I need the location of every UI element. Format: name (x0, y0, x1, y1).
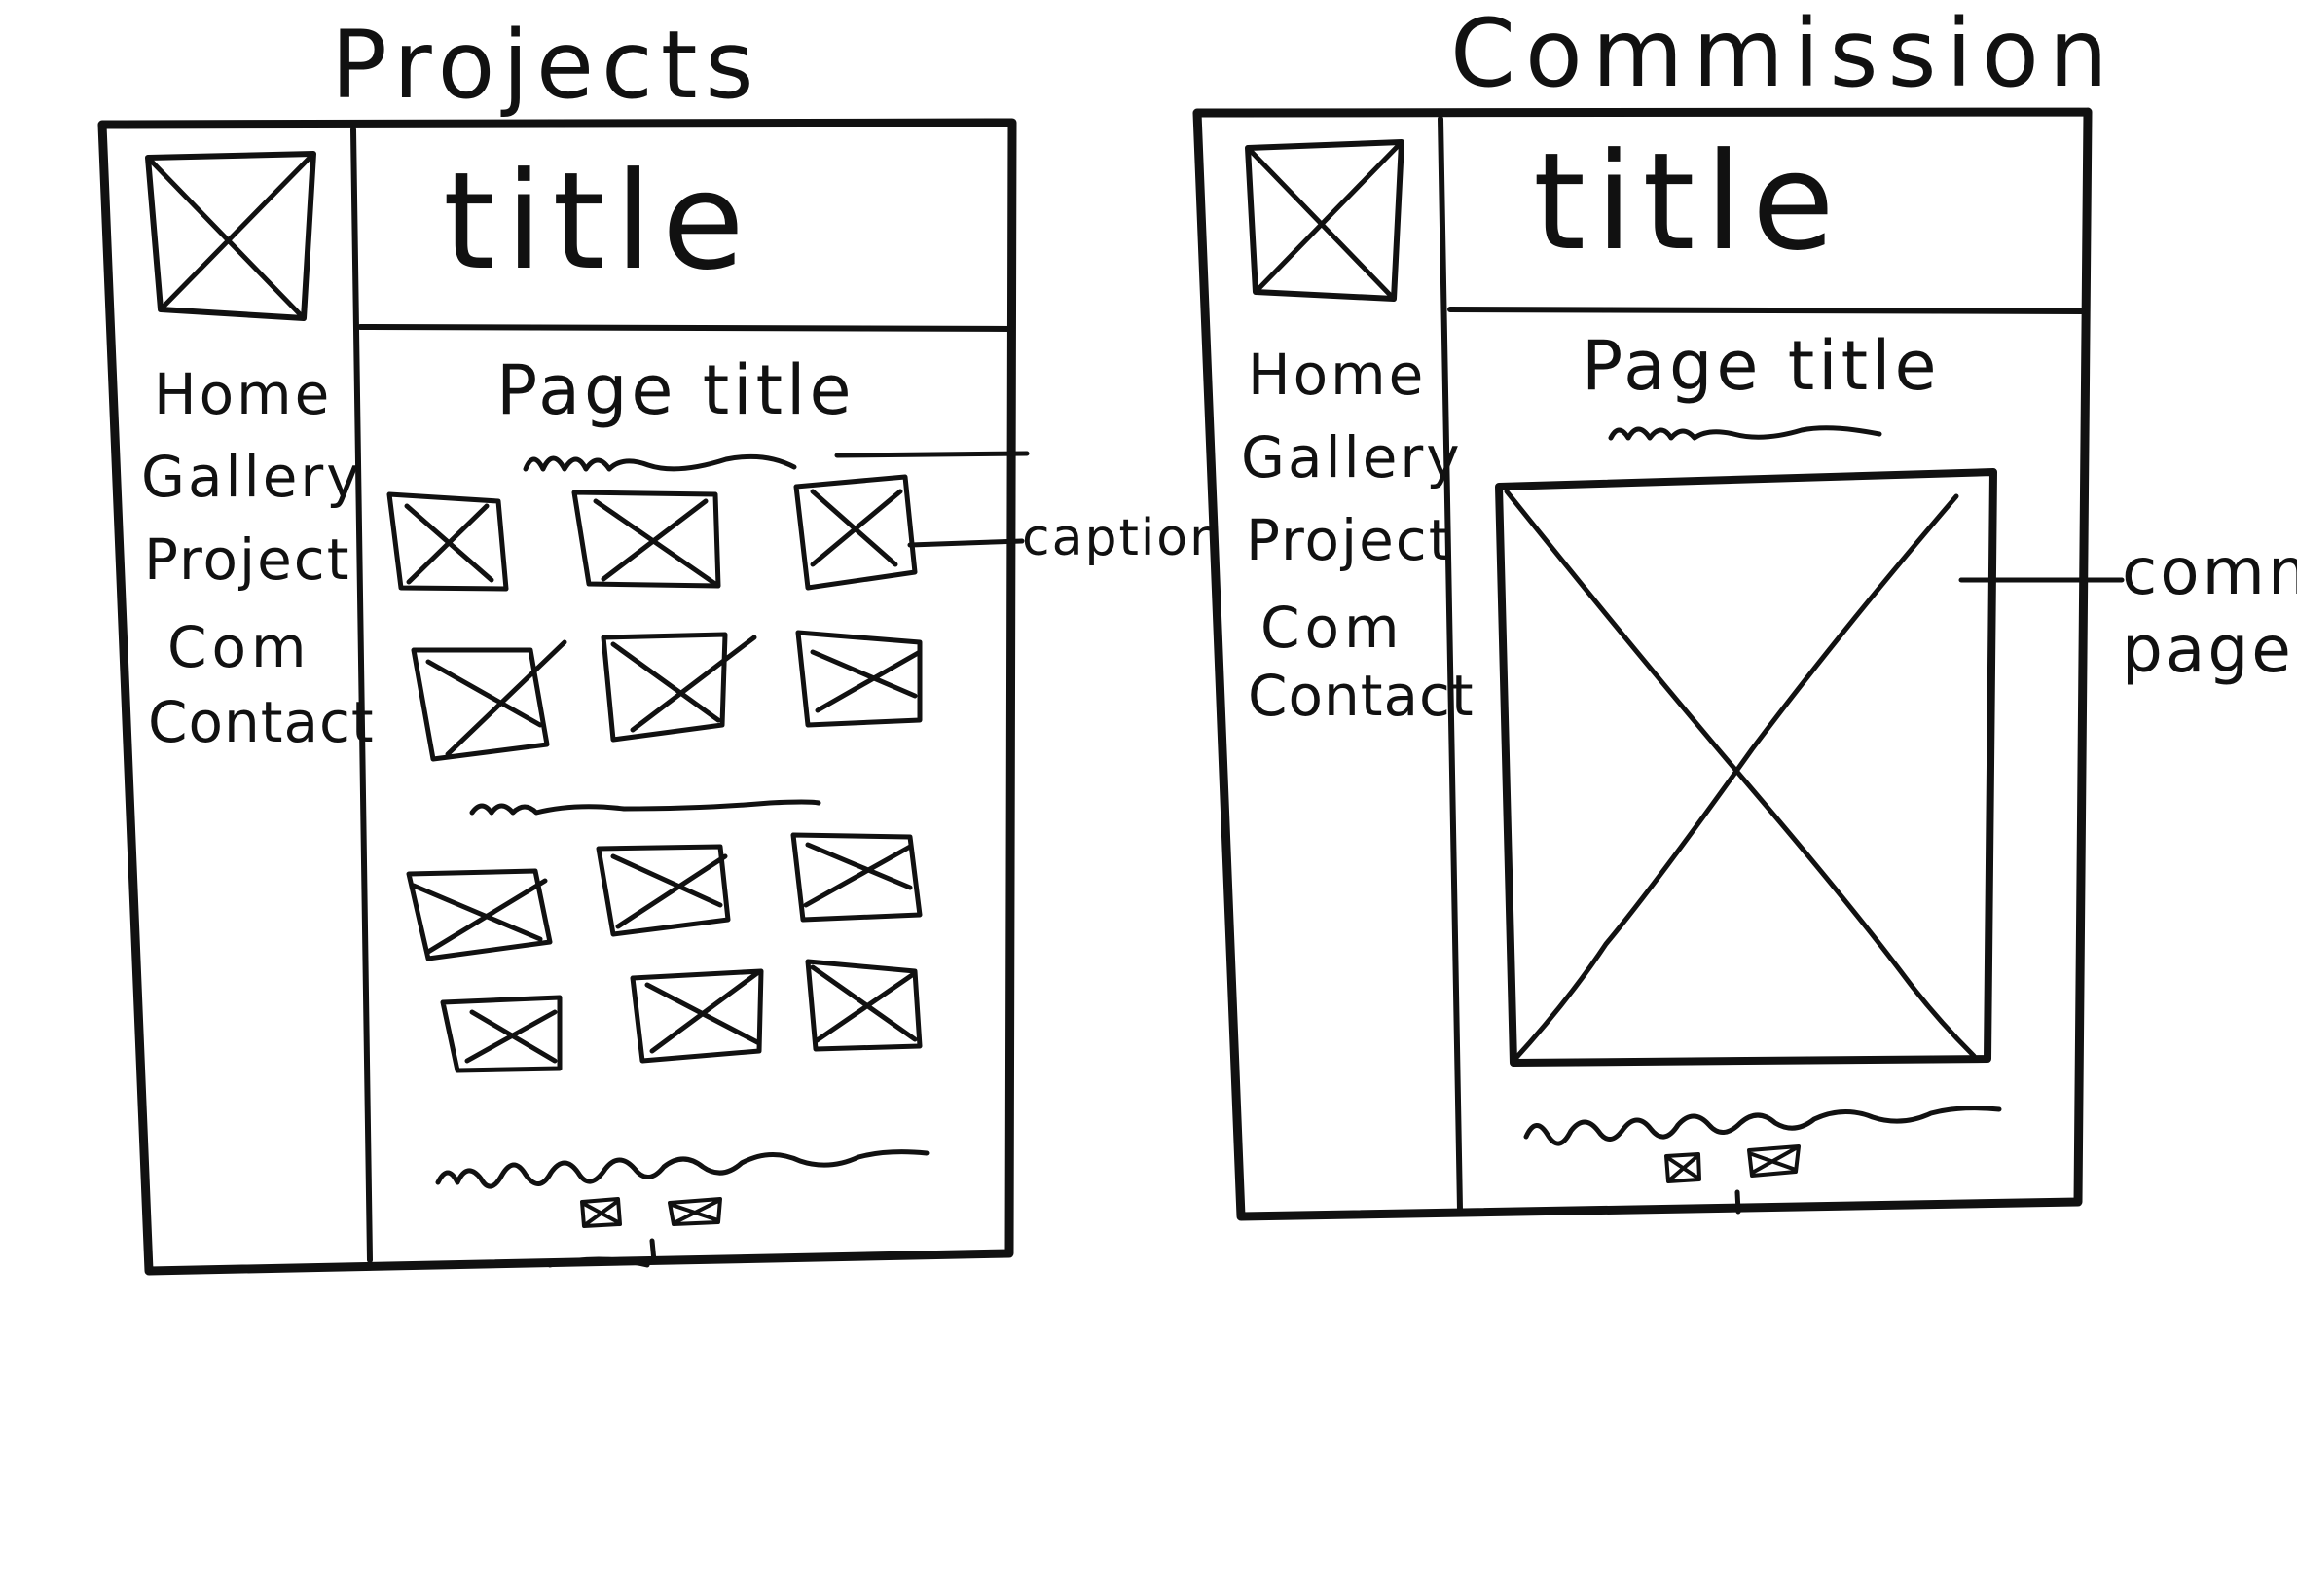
projects-subtitle-squiggle (523, 451, 1030, 472)
commission-nav-item-contact[interactable]: Contact (1248, 663, 1475, 729)
projects-footer-social-icon[interactable] (668, 1197, 722, 1226)
projects-nav-item-home[interactable]: Home (154, 361, 332, 427)
thumbnail-image-placeholder-icon[interactable] (571, 490, 721, 589)
commission-header-title: title (1533, 124, 1844, 280)
commission-nav-item-gallery[interactable]: Gallery (1241, 424, 1463, 490)
commission-sidebar-nav: Home Gallery Project Com Contact (1241, 342, 1475, 729)
projects-nav-item-project[interactable]: Project (144, 526, 350, 593)
commission-footer-social-icon[interactable] (1747, 1144, 1801, 1178)
commission-annotation-line1: comm (2122, 534, 2297, 609)
projects-footer-squiggle (435, 1149, 930, 1189)
thumbnail-image-placeholder-icon[interactable] (440, 995, 563, 1073)
commission-footer-social-icon[interactable] (1664, 1152, 1701, 1183)
projects-bottom-notch (547, 1238, 657, 1268)
projects-sidebar-divider (350, 127, 373, 1263)
thumbnail-image-placeholder-icon[interactable] (411, 639, 567, 762)
commission-annotation-line2: page (2122, 612, 2294, 687)
commission-main-image-placeholder-icon[interactable] (1495, 468, 1997, 1067)
projects-heading: Projects (331, 11, 761, 120)
projects-caption-annotation: caption (1022, 509, 1223, 567)
thumbnail-image-placeholder-icon[interactable] (406, 868, 553, 961)
commission-heading: Commission (1450, 0, 2118, 108)
commission-bottom-notch (1734, 1189, 1741, 1215)
commission-footer-squiggle (1523, 1106, 2002, 1146)
commission-sidebar-divider (1438, 116, 1463, 1213)
projects-frame (97, 118, 1017, 1276)
commission-header-divider (1447, 307, 2086, 314)
commission-page-title: Page title (1582, 326, 1941, 406)
commission-logo-placeholder-icon (1245, 139, 1404, 302)
projects-page-title: Page title (496, 350, 856, 430)
projects-nav-item-contact[interactable]: Contact (148, 689, 375, 755)
commission-wireframe: Commission title Home Gallery Project Co… (1192, 0, 2297, 1221)
projects-sidebar-nav: Home Gallery Project Com Contact (141, 361, 375, 755)
commission-nav-item-com[interactable]: Com (1260, 595, 1404, 661)
commission-nav-item-project[interactable]: Project (1246, 507, 1452, 573)
projects-wireframe: Projects title Home Gallery Project Com … (97, 11, 1223, 1276)
thumbnail-image-placeholder-icon[interactable] (795, 630, 923, 728)
commission-frame (1192, 107, 2093, 1221)
thumbnail-image-placeholder-icon[interactable] (601, 632, 757, 743)
projects-footer-social-icon[interactable] (580, 1197, 622, 1228)
thumbnail-image-placeholder-icon[interactable] (630, 968, 764, 1064)
projects-logo-placeholder-icon (145, 151, 316, 321)
thumbnail-image-placeholder-icon[interactable] (793, 474, 918, 591)
thumbnail-image-placeholder-icon[interactable] (386, 491, 509, 592)
projects-header-title: title (443, 143, 754, 300)
commission-nav-item-home[interactable]: Home (1248, 342, 1426, 408)
projects-nav-item-gallery[interactable]: Gallery (141, 444, 363, 510)
thumbnail-image-placeholder-icon[interactable] (790, 832, 923, 923)
projects-nav-item-com[interactable]: Com (167, 614, 310, 680)
projects-section-squiggle (469, 799, 821, 816)
projects-header-divider (357, 324, 1015, 332)
thumbnail-image-placeholder-icon[interactable] (805, 959, 923, 1052)
projects-thumbnail-grid (386, 474, 923, 1073)
commission-subtitle-squiggle (1608, 425, 1882, 441)
projects-caption-leader-line (907, 538, 1025, 548)
thumbnail-image-placeholder-icon[interactable] (596, 844, 731, 937)
